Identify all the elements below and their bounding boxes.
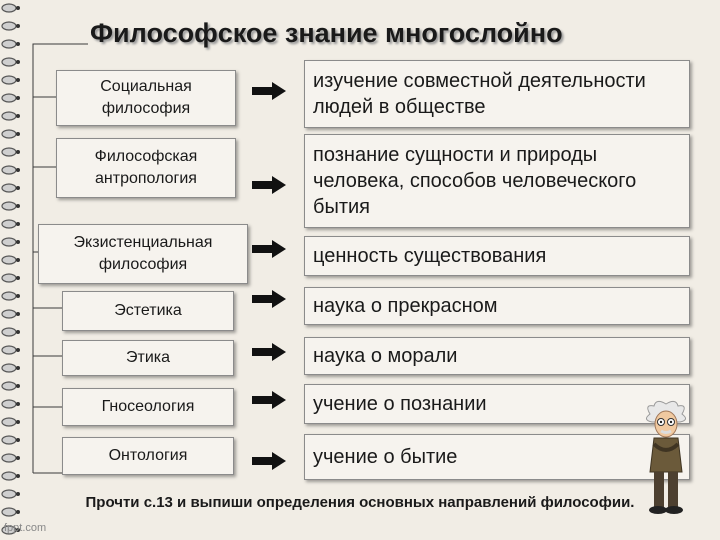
definition-text: наука о морали [313,345,458,367]
notebook-spiral-binding [1,3,20,535]
definition-existential-philosophy: ценность существования [304,236,690,276]
definition-text: изучение совместной деятельности людей в… [313,70,646,118]
branch-label: Экзистенциальная философия [73,234,213,273]
watermark: fppt.com [4,522,47,534]
branch-aesthetics: Эстетика [62,291,234,331]
branch-label: Гносеология [101,398,195,416]
definition-ethics: наука о морали [304,337,690,375]
definition-aesthetics: наука о прекрасном [304,287,690,325]
philosopher-figure-illustration [646,400,686,514]
arrow-right-icon [252,343,286,361]
branch-gnoseology: Гносеология [62,388,234,426]
definition-ontology: учение о бытие [304,434,690,480]
branch-label: Этика [125,349,170,367]
branch-label: Онтология [108,447,188,465]
branch-social-philosophy: Социальная философия [56,70,236,126]
branch-label: Философская антропология [94,148,198,187]
arrow-right-icon [252,290,286,308]
arrow-right-icon [252,391,286,409]
branch-label: Социальная философия [100,78,192,117]
branch-ontology: Онтология [62,437,234,475]
definition-text: учение о бытие [313,446,458,468]
definition-social-philosophy: изучение совместной деятельности людей в… [304,60,690,128]
definition-text: учение о познании [313,393,487,415]
instruction-text: Прочти с.13 и выпиши определения основны… [85,494,635,511]
branch-existential-philosophy: Экзистенциальная философия [38,224,248,284]
definition-gnoseology: учение о познании [304,384,690,424]
branch-label: Эстетика [114,302,182,320]
page-title: Философское знание многослойно [90,18,563,48]
arrow-right-icon [252,240,286,258]
arrow-right-icon [252,82,286,100]
branch-ethics: Этика [62,340,234,376]
definition-text: познание сущности и природы человека, сп… [313,144,637,218]
definition-text: наука о прекрасном [313,295,498,317]
definition-philosophical-anthropology: познание сущности и природы человека, сп… [304,134,690,228]
definition-text: ценность существования [313,245,547,267]
arrow-right-icon [252,176,286,194]
arrow-right-icon [252,452,286,470]
branch-philosophical-anthropology: Философская антропология [56,138,236,198]
